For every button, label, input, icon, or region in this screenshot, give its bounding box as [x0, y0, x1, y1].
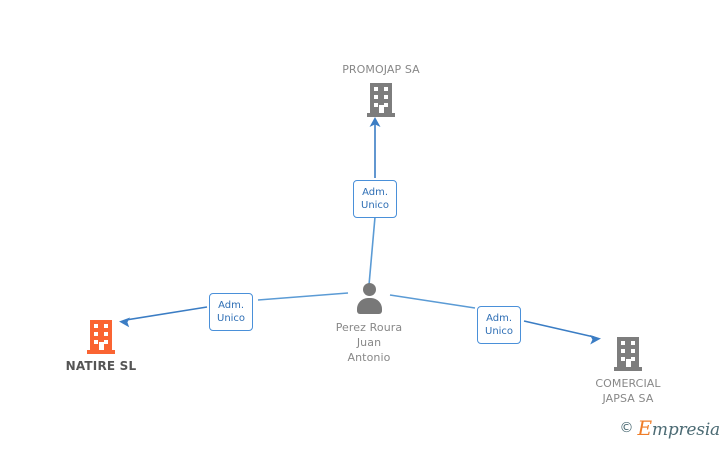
node-person-center[interactable]: Perez Roura Juan Antonio	[289, 281, 449, 365]
node-comercial-japsa-sa[interactable]: COMERCIAL JAPSA SA	[548, 337, 708, 406]
edge-arrow-natire	[125, 306, 208, 321]
empresia-logo: Empresia	[638, 416, 721, 440]
edge-segment-japsa-left	[389, 294, 476, 309]
edge-label-natire[interactable]: Adm. Unico	[209, 293, 254, 331]
edge-label-japsa[interactable]: Adm. Unico	[477, 306, 522, 344]
node-natire-sl[interactable]: NATIRE SL	[21, 320, 181, 374]
node-label-comercial-japsa-sa: COMERCIAL JAPSA SA	[595, 377, 661, 405]
node-label-promojap-sa: PROMOJAP SA	[342, 63, 420, 76]
copyright-icon: ©	[619, 420, 634, 436]
edge-segment-promojap-lower	[368, 216, 376, 286]
arrowhead-promojap	[369, 117, 381, 127]
edge-label-promojap[interactable]: Adm. Unico	[353, 180, 398, 218]
brand-rest: mpresia	[651, 420, 720, 440]
arrowhead-japsa	[590, 335, 601, 345]
watermark: © Empresia	[620, 416, 721, 440]
brand-initial: E	[637, 416, 653, 440]
person-icon	[352, 281, 386, 315]
building-icon	[367, 83, 395, 117]
building-icon	[87, 320, 115, 354]
node-label-person-center: Perez Roura Juan Antonio	[335, 321, 403, 364]
arrowhead-natire	[119, 317, 130, 328]
edge-segment-natire-right	[257, 292, 349, 301]
edge-arrow-japsa	[523, 320, 595, 338]
building-icon	[614, 337, 642, 371]
node-label-natire-sl: NATIRE SL	[65, 359, 137, 373]
node-promojap-sa[interactable]: PROMOJAP SA	[301, 62, 461, 117]
